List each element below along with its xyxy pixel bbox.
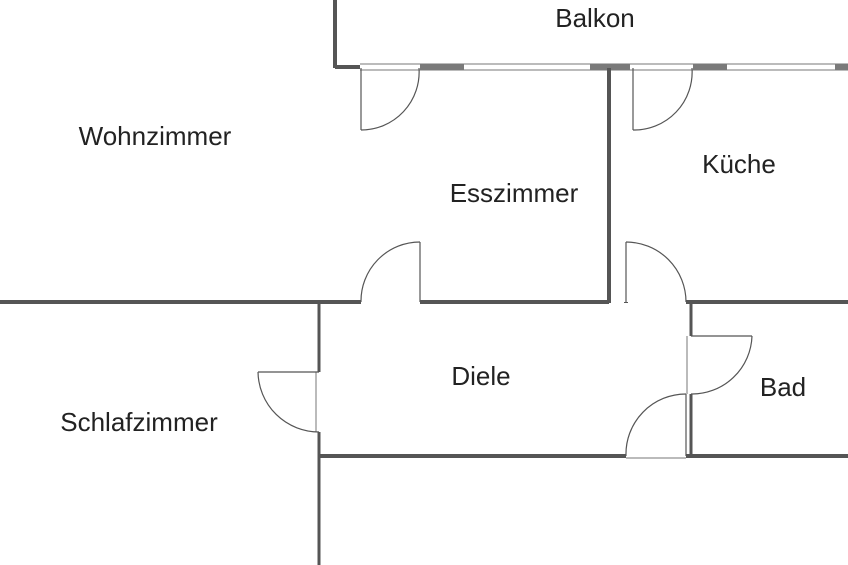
window-frame: [693, 64, 727, 70]
window-frame: [420, 64, 464, 70]
door-diele-esszimmer: [360, 241, 421, 303]
window-frame: [590, 64, 630, 70]
wall-diele-bad: [686, 302, 693, 456]
room-label-bad: Bad: [760, 372, 806, 402]
door-diele-bottom: [625, 393, 687, 457]
middle-wall: [0, 300, 848, 304]
room-label-wohnzimmer: Wohnzimmer: [79, 121, 232, 151]
door-diele-bad: [690, 335, 753, 395]
door-diele-schlafzimmer: [257, 371, 320, 433]
window-frame: [835, 64, 848, 70]
balcony-windows: [360, 63, 848, 71]
wall-schlafzimmer-diele: [315, 304, 321, 565]
room-label-diele: Diele: [451, 361, 510, 391]
room-label-balkon: Balkon: [555, 3, 635, 33]
door-diele-kueche: [625, 241, 687, 303]
wall-diele-bottom: [319, 454, 848, 459]
room-label-kueche: Küche: [702, 149, 776, 179]
door-esszimmer-balkon: [360, 67, 420, 131]
room-label-schlafzimmer: Schlafzimmer: [60, 407, 218, 437]
room-label-esszimmer: Esszimmer: [450, 178, 579, 208]
door-kueche-balkon: [632, 67, 693, 131]
balkon-walls: [333, 0, 360, 69]
